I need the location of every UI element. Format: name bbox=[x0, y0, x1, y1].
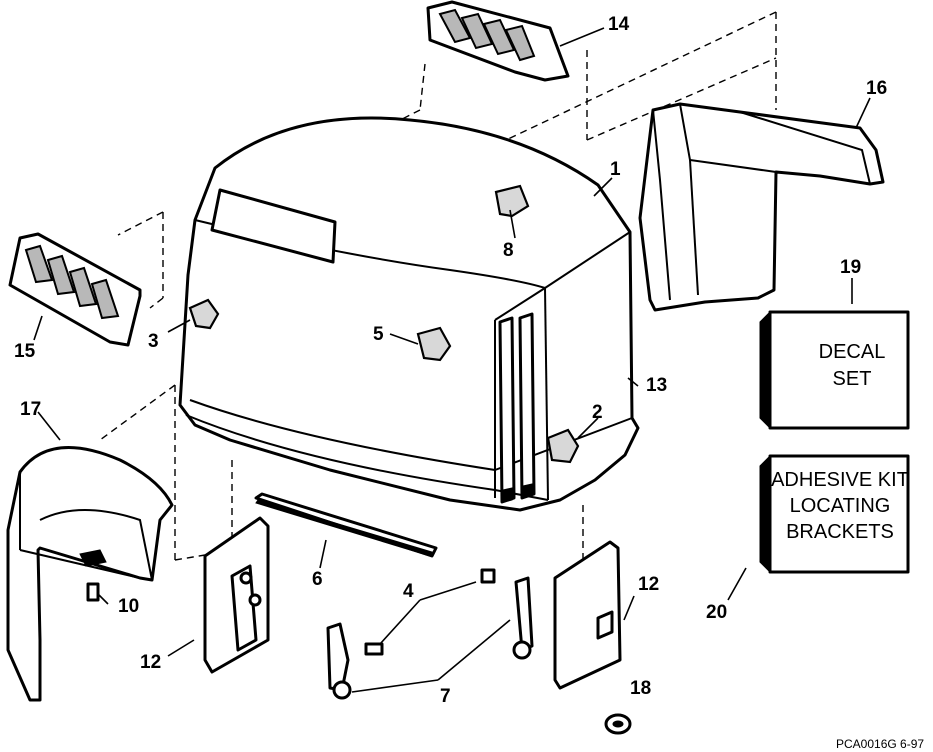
callout-2: 2 bbox=[592, 402, 603, 423]
callout-14: 14 bbox=[608, 14, 630, 35]
callout-4: 4 bbox=[403, 581, 414, 602]
adhesive-kit-box-part-20: ADHESIVE KIT LOCATING BRACKETS bbox=[759, 454, 910, 574]
decal-line-2: SET bbox=[833, 368, 872, 390]
latch-arm-part-7-left bbox=[326, 622, 352, 700]
rear-grille-part-14 bbox=[426, 0, 570, 82]
adhesive-line-3: BRACKETS bbox=[786, 521, 894, 543]
rear-cover-part-16 bbox=[638, 102, 885, 312]
drawing-code: PCA0016G 6-97 bbox=[836, 737, 924, 751]
front-cover-part-17 bbox=[6, 446, 174, 702]
callout-19: 19 bbox=[840, 257, 861, 278]
side-grille-part-15 bbox=[8, 232, 142, 347]
adhesive-pad-part-3 bbox=[188, 298, 220, 330]
callout-10: 10 bbox=[118, 596, 139, 617]
decal-line-1: DECAL bbox=[819, 341, 886, 363]
grommet-part-18 bbox=[604, 713, 632, 735]
callout-8: 8 bbox=[503, 240, 514, 261]
screw-part-4 bbox=[364, 568, 496, 656]
callout-6: 6 bbox=[312, 569, 323, 590]
callout-1: 1 bbox=[610, 159, 621, 180]
latch-arm-part-7-right bbox=[512, 576, 534, 660]
seal-strip-part-6 bbox=[254, 492, 438, 558]
adhesive-pad-part-8 bbox=[494, 184, 530, 218]
callout-17: 17 bbox=[20, 399, 41, 420]
screw-part-10 bbox=[86, 582, 100, 602]
bracket-plate-part-12-left bbox=[203, 516, 270, 674]
callout-16: 16 bbox=[866, 78, 887, 99]
callout-15: 15 bbox=[14, 341, 36, 362]
callout-7: 7 bbox=[440, 686, 451, 707]
assembly-dashed-lines bbox=[95, 11, 777, 561]
adhesive-pad-part-2 bbox=[546, 428, 580, 464]
callout-12-left: 12 bbox=[140, 652, 161, 673]
adhesive-line-1: ADHESIVE KIT bbox=[771, 469, 909, 491]
callout-18: 18 bbox=[630, 678, 651, 699]
callout-13: 13 bbox=[646, 375, 667, 396]
callout-labels: 14 16 1 8 19 3 5 15 13 17 2 6 4 12 10 20… bbox=[14, 14, 887, 707]
adhesive-pad-part-5 bbox=[416, 326, 452, 362]
leader-lines bbox=[33, 27, 871, 693]
engine-cover-part-1 bbox=[178, 116, 640, 512]
callout-20: 20 bbox=[706, 602, 727, 623]
bracket-plate-part-12-right bbox=[553, 540, 622, 690]
decal-set-box-part-19: DECAL SET bbox=[759, 310, 910, 430]
adhesive-line-2: LOCATING bbox=[790, 495, 891, 517]
callout-12-right: 12 bbox=[638, 574, 659, 595]
callout-5: 5 bbox=[373, 324, 384, 345]
callout-3: 3 bbox=[148, 331, 159, 352]
